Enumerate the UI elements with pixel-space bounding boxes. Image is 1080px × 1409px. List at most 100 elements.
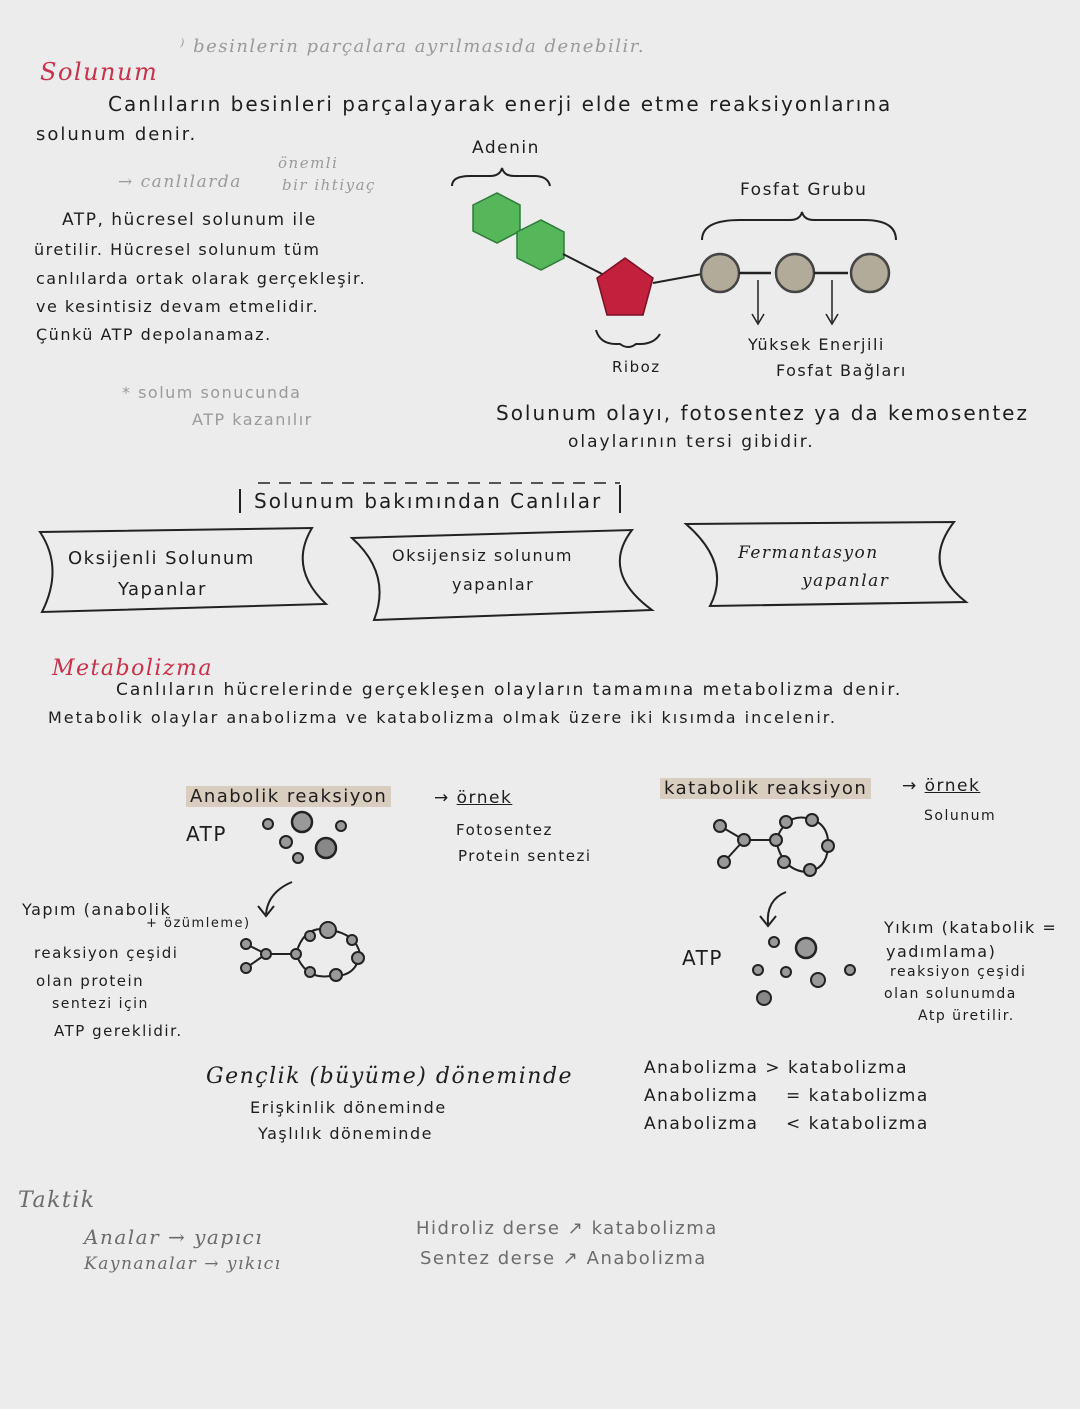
- comparison-1-right: katabolizma: [787, 1058, 909, 1078]
- definition-line-2: solunum denir.: [36, 124, 198, 145]
- anabolic-example-2: Protein sentezi: [458, 847, 592, 865]
- adenin-label: Adenin: [472, 138, 540, 158]
- comparison-3-op: <: [786, 1114, 802, 1134]
- catabolic-note-3: reaksiyon çeşidi: [890, 964, 1027, 980]
- anabolic-label-text: Anabolik reaksiyon: [186, 786, 392, 807]
- taktik-row-3-left: Hidroliz derse: [416, 1218, 561, 1239]
- taktik-row-1-left: Analar: [84, 1225, 161, 1249]
- note-bir-ihtiyac: bir ihtiyaç: [282, 176, 376, 194]
- taktik-row-1: Analar → yapıcı: [84, 1225, 263, 1249]
- phosphate-3: [849, 252, 891, 294]
- definition-line-1: Canlıların besinleri parçalayarak enerji…: [108, 92, 893, 116]
- header-note: ⁾ besinlerin parçalara ayrılmasıda deneb…: [180, 36, 645, 57]
- bond-label-line-1: Yüksek Enerjili: [748, 335, 885, 354]
- box2-line-2: yapanlar: [452, 575, 535, 594]
- period-1: Gençlik (büyüme) döneminde: [206, 1064, 574, 1089]
- comparison-3-right: katabolizma: [808, 1114, 929, 1134]
- comparison-2-op: =: [786, 1086, 802, 1106]
- taktik-row-1-right: yapıcı: [194, 1225, 264, 1249]
- adenin-brace: [451, 167, 551, 187]
- riboz-phosphate-bond: [652, 273, 703, 284]
- atp-line-5: Çünkü ATP depolanamaz.: [36, 325, 272, 344]
- anabolic-note-1: Yapım (anabolik: [22, 900, 172, 919]
- taktik-title: Taktik: [18, 1188, 96, 1213]
- catabolic-arrow: →: [902, 776, 918, 796]
- anabolic-molecules: [240, 810, 365, 982]
- comparison-3-left: Anabolizma: [644, 1114, 759, 1134]
- box1-line-2: Yapanlar: [118, 579, 207, 600]
- anabolic-note-4: olan protein: [36, 972, 145, 990]
- atp-line-2: üretilir. Hücresel solunum tüm: [34, 240, 321, 259]
- box2-line-1: Oksijensiz solunum: [392, 546, 573, 565]
- anabolic-example-1: Fotosentez: [456, 821, 553, 839]
- taktik-row-3-right: katabolizma: [591, 1218, 718, 1239]
- note-canlilarda: → canlılarda: [118, 172, 242, 192]
- box3-line-1: Fermantasyon: [738, 543, 879, 563]
- classification-boxes: [38, 520, 969, 622]
- comparison-1-op: >: [765, 1058, 782, 1078]
- classification-title: Solunum bakımından Canlılar: [254, 489, 603, 513]
- fosfat-brace: [701, 211, 897, 241]
- catabolic-note-5: Atp üretilir.: [918, 1008, 1015, 1024]
- box-oksijenli: [38, 526, 329, 614]
- meta-line-2: Metabolik olaylar anabolizma ve kataboli…: [48, 708, 837, 727]
- box-oksijensiz: [349, 528, 655, 622]
- atp-structure-diagram: [451, 167, 897, 348]
- catabolic-ornek: → örnek: [902, 776, 980, 796]
- riboz-label: Riboz: [612, 358, 661, 376]
- atp-line-3: canlılarda ortak olarak gerçekleşir.: [36, 269, 367, 288]
- taktik-row-3: Hidroliz derse ↗ katabolizma: [416, 1218, 718, 1239]
- comparison-3: Anabolizma < katabolizma: [644, 1114, 929, 1134]
- bond-label-line-2: Fosfat Bağları: [776, 361, 907, 380]
- comparison-1-left: Anabolizma: [644, 1058, 759, 1078]
- anabolic-note-2: + özümleme): [146, 916, 251, 931]
- taktik-row-4: Sentez derse ↗ Anabolizma: [420, 1248, 707, 1269]
- box1-line-1: Oksijenli Solunum: [68, 548, 255, 569]
- catabolic-note-1: Yıkım (katabolik =: [884, 918, 1058, 937]
- section-title-solunum: Solunum: [40, 58, 159, 86]
- fosfat-grubu-label: Fosfat Grubu: [740, 180, 868, 200]
- anabolic-note-5: sentezi için: [52, 996, 149, 1012]
- riboz-pentagon: [596, 257, 654, 316]
- taktik-row-2-left: Kaynanalar: [84, 1254, 198, 1274]
- adenin-riboz-bond: [562, 253, 607, 277]
- taktik-row-4-left: Sentez derse: [420, 1248, 556, 1269]
- taktik-row-2-right: yıkıcı: [226, 1254, 282, 1274]
- catabolic-label: katabolik reaksiyon: [660, 778, 872, 799]
- catabolic-note-4: olan solunumda: [884, 986, 1017, 1002]
- catabolic-ornek-text: örnek: [924, 776, 981, 796]
- meta-line-1: Canlıların hücrelerinde gerçekleşen olay…: [116, 680, 903, 700]
- classification-frame: [239, 482, 621, 513]
- catabolic-molecules: [713, 813, 856, 1006]
- taktik-row-1-arrow: →: [168, 1225, 187, 1249]
- star-note-line-2: ATP kazanılır: [192, 410, 313, 429]
- solunum-olayi-line-1: Solunum olayı, fotosentez ya da kemosent…: [496, 401, 1029, 425]
- taktik-row-2: Kaynanalar → yıkıcı: [84, 1254, 282, 1274]
- note-canlilarda-text: canlılarda: [140, 172, 242, 192]
- anabolic-note-6: ATP gereklidir.: [54, 1022, 183, 1040]
- catabolic-note-2: yadımlama): [886, 942, 997, 961]
- comparison-2-right: katabolizma: [808, 1086, 929, 1106]
- period-3: Yaşlılık döneminde: [258, 1124, 433, 1143]
- adenin-ring-2: [516, 219, 565, 271]
- anabolic-atp: ATP: [186, 822, 227, 846]
- anabolic-ornek-text: örnek: [456, 788, 513, 808]
- adenin-ring-1: [472, 192, 521, 244]
- box3-line-2: yapanlar: [802, 571, 890, 591]
- taktik-row-4-right: Anabolizma: [586, 1248, 707, 1269]
- anabolic-note-3: reaksiyon çeşidi: [34, 944, 179, 962]
- anabolic-label: Anabolik reaksiyon: [186, 786, 392, 807]
- period-2: Erişkinlik döneminde: [250, 1098, 447, 1117]
- comparison-1: Anabolizma > katabolizma: [644, 1058, 908, 1078]
- note-onemli: önemli: [278, 154, 339, 172]
- atp-line-4: ve kesintisiz devam etmelidir.: [36, 297, 320, 316]
- comparison-2: Anabolizma = katabolizma: [644, 1086, 929, 1106]
- catabolic-label-text: katabolik reaksiyon: [660, 778, 872, 799]
- catabolic-example: Solunum: [924, 808, 997, 824]
- catabolic-atp: ATP: [682, 946, 723, 970]
- phosphate-1: [699, 252, 741, 294]
- header-note-text: besinlerin parçalara ayrılmasıda denebil…: [193, 36, 646, 57]
- small-arrow-icon: ⁾: [180, 36, 194, 57]
- comparison-2-left: Anabolizma: [644, 1086, 759, 1106]
